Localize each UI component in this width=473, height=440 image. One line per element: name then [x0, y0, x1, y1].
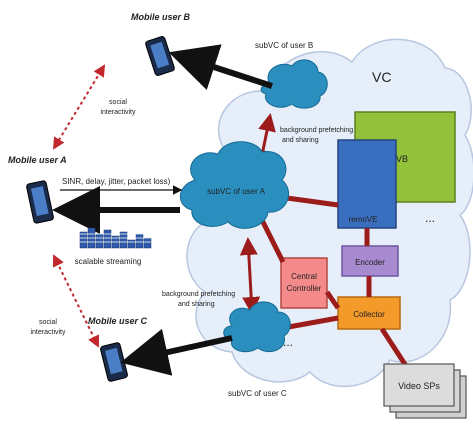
- vb-label: VB: [396, 154, 408, 164]
- remote-box: remoVE: [337, 139, 397, 229]
- user-b-label: Mobile user B: [131, 12, 191, 22]
- video-sps-label: Video SPs: [398, 381, 440, 391]
- scalable-label: scalable streaming: [75, 257, 142, 266]
- prefetch-top-label-1: background prefetching: [280, 127, 353, 134]
- central-controller-box: Central Controller: [280, 257, 328, 309]
- vb-ellipsis: ...: [425, 211, 435, 225]
- subvc-b-label: subVC of user B: [255, 41, 313, 50]
- feedback-label: SINR, delay, jitter, packet loss): [62, 177, 171, 186]
- link-subvca-central: [259, 218, 286, 264]
- subvc-a-cloud: subVC of user A: [179, 141, 289, 229]
- social-bottom-label-2: interactivity: [30, 329, 66, 336]
- social-top-label-2: interactivity: [100, 109, 136, 116]
- phone-icon-b: [145, 36, 175, 76]
- stream-arrow-c: [120, 328, 233, 376]
- subvc-b-cloud: [260, 59, 328, 109]
- social-arrow-ac: [53, 254, 99, 348]
- user-c-label: Mobile user C: [88, 316, 148, 326]
- vc-label: VC: [372, 69, 391, 85]
- remote-label: remoVE: [349, 215, 378, 224]
- phone-icon-a: [26, 180, 54, 224]
- prefetch-top-label-2: and sharing: [282, 137, 319, 144]
- central-label-2: Controller: [287, 284, 322, 293]
- social-bottom-label-1: social: [39, 319, 57, 326]
- encoder-box: Encoder: [341, 245, 399, 277]
- prefetch-bottom-label-1: background prefetching: [162, 291, 235, 298]
- prefetch-arrow-bottom: [239, 237, 261, 315]
- subvc-a-label: subVC of user A: [207, 187, 265, 196]
- scalable-streaming-bars: [79, 227, 152, 249]
- central-label-1: Central: [291, 272, 317, 281]
- subvc-c-label: subVC of user C: [228, 389, 287, 398]
- collector-box: Collector: [337, 296, 401, 330]
- video-sps-stack: Video SPs: [383, 363, 467, 419]
- phone-icon-c: [100, 342, 128, 382]
- stream-arrow-b: [168, 44, 273, 90]
- social-arrow-ab: [52, 64, 106, 150]
- user-a-label: Mobile user A: [8, 155, 67, 165]
- collector-label: Collector: [353, 310, 385, 319]
- prefetch-bottom-label-2: and sharing: [178, 301, 215, 308]
- subvc-ellipsis: ...: [283, 335, 293, 349]
- link-central-collector: [324, 290, 341, 310]
- social-top-label-1: social: [109, 99, 127, 106]
- encoder-label: Encoder: [355, 258, 385, 267]
